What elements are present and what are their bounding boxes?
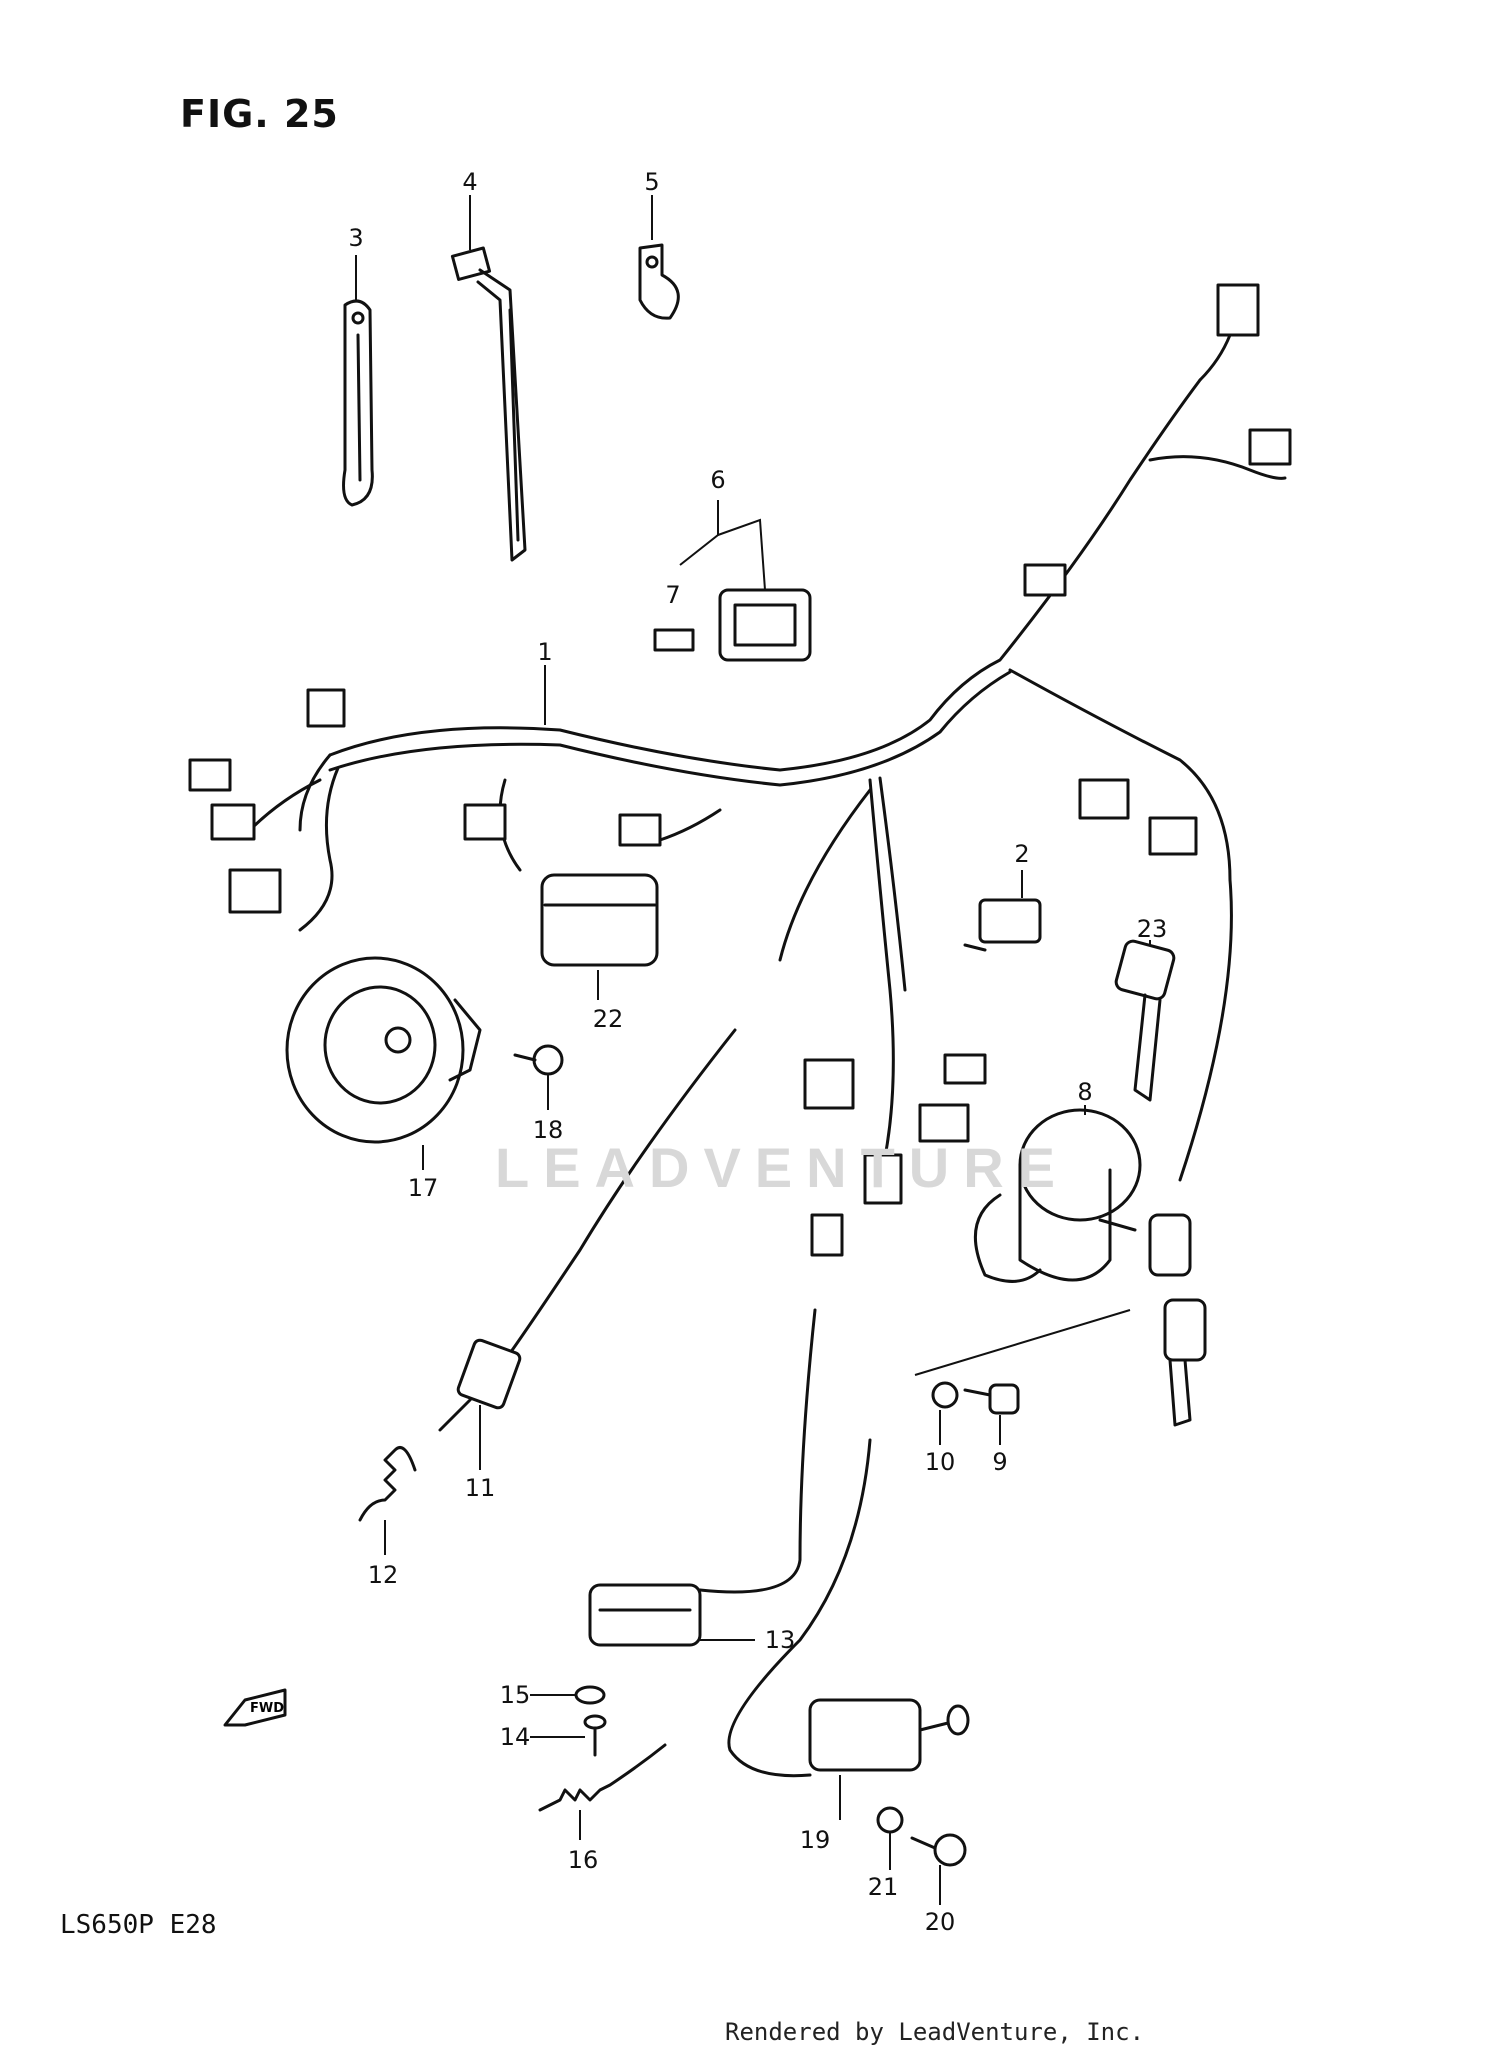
part-13-switch	[588, 1308, 817, 1647]
part-17-horn	[285, 956, 482, 1144]
callout-2: 2	[1014, 840, 1029, 868]
callout-17: 17	[408, 1174, 439, 1202]
part-20-screw	[910, 1833, 967, 1867]
part-3-strap-band	[342, 299, 374, 507]
callout-16: 16	[568, 1846, 599, 1874]
callout-13: 13	[765, 1626, 796, 1654]
part-11-brake-switch	[438, 1028, 737, 1432]
part-19-switch	[727, 1438, 970, 1778]
part-12-spring	[358, 1446, 417, 1522]
callout-15: 15	[500, 1681, 531, 1709]
callout-12: 12	[368, 1561, 399, 1589]
callout-5: 5	[644, 168, 659, 196]
part-5-clamp	[638, 243, 680, 320]
callout-3: 3	[348, 224, 363, 252]
callout-7: 7	[665, 581, 680, 609]
callout-23: 23	[1137, 915, 1168, 943]
callout-18: 18	[533, 1116, 564, 1144]
part-2-diode	[963, 898, 1042, 952]
callout-6: 6	[710, 466, 725, 494]
callout-4: 4	[462, 168, 477, 196]
part-4-cable-tie	[450, 246, 527, 562]
callout-10: 10	[925, 1448, 956, 1476]
callout-11: 11	[465, 1474, 496, 1502]
part-9-screw	[963, 1383, 1020, 1415]
part-6-relay	[718, 588, 812, 662]
callout-14: 14	[500, 1723, 531, 1751]
part-7-fuse	[653, 628, 695, 652]
leader-lines	[355, 195, 1151, 1905]
part-10-washer	[931, 1381, 959, 1409]
harness-connectors	[188, 283, 1292, 1257]
fwd-label: FWD	[250, 1701, 284, 1716]
callout-9: 9	[992, 1448, 1007, 1476]
callout-20: 20	[925, 1908, 956, 1936]
watermark: LEADVENTURE	[495, 1136, 1070, 1199]
part-16-spring	[538, 1743, 667, 1812]
part-21-washer	[876, 1806, 904, 1834]
figure-title: FIG. 25	[180, 92, 339, 136]
callout-1: 1	[537, 638, 552, 666]
part-14-screw	[583, 1714, 607, 1757]
part-18-screw	[513, 1044, 564, 1076]
callout-8: 8	[1077, 1078, 1092, 1106]
model-code: LS650P E28	[60, 1910, 217, 1940]
callout-21: 21	[868, 1873, 899, 1901]
part-8-ignition-switch	[973, 1108, 1207, 1427]
callout-labels: 1 2 3 4 5 6 7 8 9 10 11 12 13 14 15 16 1…	[348, 168, 1167, 1936]
callout-22: 22	[593, 1005, 624, 1033]
part-22-relay	[540, 873, 659, 967]
callout-19: 19	[800, 1826, 831, 1854]
part-23-key-blank	[1114, 939, 1176, 1102]
fwd-arrow-icon: FWD	[223, 1688, 287, 1727]
part-15-washer	[574, 1685, 606, 1705]
footer-credit: Rendered by LeadVenture, Inc.	[725, 2018, 1145, 2046]
